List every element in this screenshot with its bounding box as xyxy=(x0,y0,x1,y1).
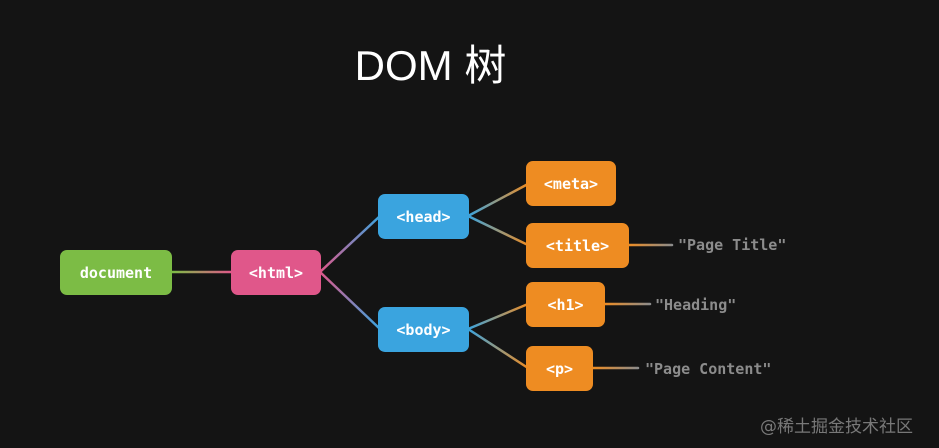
node-meta: <meta> xyxy=(526,161,616,206)
node-title: <title> xyxy=(526,223,629,268)
diagram-title: DOM 树 xyxy=(354,42,507,89)
edge-head-title xyxy=(466,214,530,247)
text-node-page-title: "Page Title" xyxy=(678,236,787,254)
node-h1: <h1> xyxy=(526,282,605,327)
node-document: document xyxy=(60,250,172,295)
node-p: <p> xyxy=(526,346,593,391)
node-html: <html> xyxy=(231,250,321,295)
node-head: <head> xyxy=(378,194,469,239)
edge-html-body xyxy=(318,270,382,331)
node-body: <body> xyxy=(378,307,469,352)
text-node-page-content: "Page Content" xyxy=(645,360,772,378)
edge-body-p xyxy=(466,327,530,370)
edge-body-h1 xyxy=(466,302,530,331)
edge-head-meta xyxy=(466,182,530,218)
text-node-heading: "Heading" xyxy=(655,296,737,314)
watermark: @稀土掘金技术社区 xyxy=(760,417,913,437)
edge-html-head xyxy=(318,214,382,274)
